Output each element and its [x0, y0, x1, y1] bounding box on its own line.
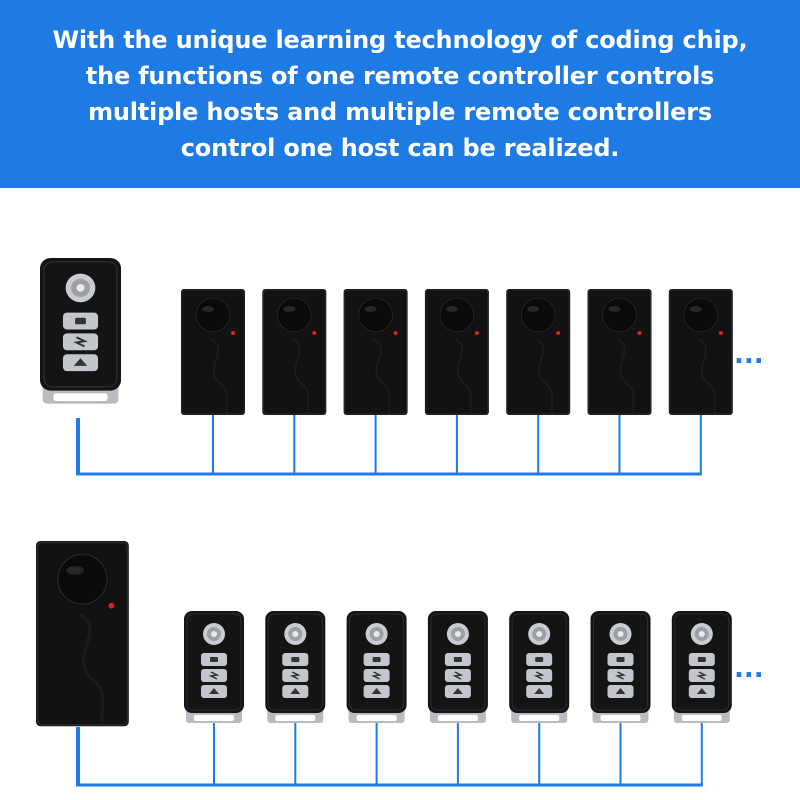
- alarm-host: [586, 288, 653, 416]
- remote-controller: [427, 610, 489, 724]
- bottom-ellipsis: ...: [734, 654, 764, 684]
- source-alarm-host: [34, 539, 131, 728]
- alarm-host: [667, 288, 734, 416]
- top-ellipsis: ...: [734, 340, 764, 370]
- alarm-host: [505, 288, 572, 416]
- source-remote-controller: [38, 256, 123, 405]
- remote-controller: [589, 610, 652, 724]
- target-alarm-hosts: [180, 288, 734, 416]
- banner-line-2: the functions of one remote controller c…: [85, 62, 715, 90]
- alarm-host: [342, 288, 409, 416]
- alarm-host: [261, 288, 328, 416]
- many-remotes-one-host-group: ...: [34, 539, 764, 787]
- remote-controller: [671, 610, 733, 724]
- remote-controller: [264, 610, 327, 724]
- banner-line-4: control one host can be realized.: [180, 134, 620, 162]
- target-remote-controllers: [183, 610, 733, 724]
- banner-line-1: With the unique learning technology of c…: [52, 26, 748, 54]
- alarm-host: [423, 288, 490, 416]
- banner-text: With the unique learning technology of c…: [20, 22, 780, 166]
- one-remote-many-hosts-group: ...: [38, 256, 764, 476]
- header-banner: With the unique learning technology of c…: [0, 0, 800, 188]
- remote-controller: [183, 610, 245, 724]
- top-connection-wires: [76, 415, 702, 476]
- bottom-connection-wires: [76, 723, 703, 787]
- banner-line-3: multiple hosts and multiple remote contr…: [88, 98, 712, 126]
- remote-controller: [508, 610, 570, 724]
- alarm-host: [180, 288, 246, 416]
- remote-controller: [345, 610, 408, 724]
